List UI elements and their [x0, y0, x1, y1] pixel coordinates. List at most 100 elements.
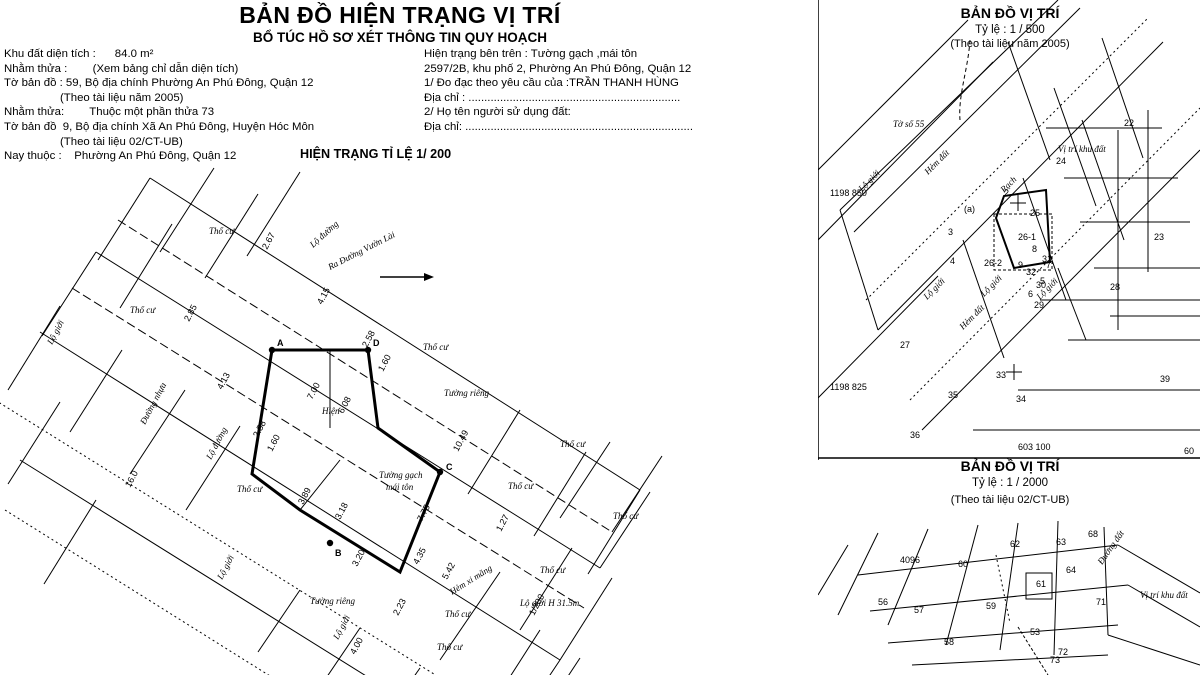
dimension-label-2: 2.85: [182, 303, 199, 323]
map500-label-2: Hẻm đất: [922, 147, 952, 177]
dimension-label-11: 3.18: [333, 501, 350, 521]
map500-parcel-22: 22: [1124, 118, 1134, 128]
dimension-label-19: 2.23: [391, 597, 408, 617]
road-label-6: Lộ giới: [330, 613, 352, 642]
info-left-block: Khu đất diện tích : 84.0 m² Nhằm thửa : …: [4, 47, 424, 164]
map500-parcel-26-1: 26-1: [1018, 232, 1036, 242]
location-map-500: 2223242526-126-2272829303132333435363911…: [818, 0, 1200, 460]
dimension-label-9: 1.60: [265, 433, 282, 453]
map500-label-4: Lộ giới: [856, 168, 883, 195]
map500-parcel-26-2: 26-2: [984, 258, 1002, 268]
land-use-label-4: Thổ cư: [237, 484, 263, 494]
map500-parcel-9: 9: [1018, 260, 1023, 270]
corner-label-C: C: [446, 462, 453, 472]
map2000-parcel-71: 71: [1096, 597, 1106, 607]
map500-parcel-(a): (a): [964, 204, 975, 214]
road-label-3: Lộ đường: [203, 425, 229, 462]
map500-parcel-27: 27: [900, 340, 910, 350]
land-use-label-8: Thổ cư: [445, 609, 471, 619]
dimension-label-4: 16.0: [123, 469, 140, 489]
map2000-parcel-57: 57: [914, 605, 924, 615]
dimension-label-16: 1.27: [494, 513, 511, 533]
map500-parcel-23: 23: [1154, 232, 1164, 242]
dimension-label-7: 1.60: [376, 353, 393, 373]
dimension-label-1: 4.15: [315, 286, 332, 306]
info-left-line-2: Tờ bản đồ : 59, Bộ địa chính Phường An P…: [4, 77, 314, 90]
corner-marker-D: [364, 346, 372, 354]
parcel-label-2: Hiện: [321, 406, 340, 416]
map500-label-0: Tờ số 55: [893, 119, 925, 129]
dimension-label-5: 7.00: [305, 381, 322, 401]
map500-parcel-603 100: 603 100: [1018, 442, 1051, 452]
map2000-parcel-56: 56: [878, 597, 888, 607]
map500-label-3: Hẻm đất: [957, 302, 987, 332]
info-left-line-0: Khu đất diện tích : 84.0 m²: [4, 48, 154, 60]
corner-label-A: A: [277, 338, 284, 348]
land-use-label-6: Thổ cư: [613, 511, 639, 521]
page-title: BẢN ĐỒ HIỆN TRẠNG VỊ TRÍ: [239, 2, 561, 28]
info-left-line-7: Nay thuộc : Phường An Phú Đông, Quận 12: [4, 150, 237, 163]
dimension-label-15: 5.42: [440, 561, 457, 581]
map500-label-1: Vị trí khu đất: [1058, 144, 1106, 154]
map500-parcel-60: 60: [1184, 446, 1194, 456]
map2000-parcel-58: 58: [944, 637, 954, 647]
dimension-label-3: 4.13: [215, 371, 232, 391]
road-label-1: Ra Đường Vườn Lài: [325, 229, 397, 272]
map2000-parcel-68: 68: [1088, 529, 1098, 539]
road-label-8: Lộ giới H 31.5m: [519, 598, 580, 608]
map500-parcel-35: 35: [948, 390, 958, 400]
map500-parcel-29: 29: [1034, 300, 1044, 310]
map500-parcel-8: 8: [1032, 244, 1037, 254]
info-left-line-3: (Theo tài liệu năm 2005): [60, 91, 184, 104]
map500-parcel-1198 850: 1198 850: [830, 188, 867, 198]
parcel-label-4: Tường riêng: [310, 596, 355, 606]
map500-parcel-39: 39: [1160, 374, 1170, 384]
map2000-parcel-59: 59: [986, 601, 996, 611]
map2000-parcel-72: 72: [1058, 647, 1068, 657]
road-label-4: Lộ giới: [44, 318, 66, 347]
parcel-label-1: mái tôn: [386, 482, 414, 492]
dimension-label-0: 2.67: [260, 231, 277, 251]
land-use-label-2: Thổ cư: [423, 342, 449, 352]
corner-marker-B: [326, 539, 334, 547]
map500-parcel-33: 33: [996, 370, 1006, 380]
corner-label-B: B: [335, 548, 342, 558]
road-label-5: Lộ giới: [214, 553, 236, 582]
map500-parcel-5: 5: [1040, 276, 1045, 286]
map500-title: BẢN ĐỒ VỊ TRÍ: [960, 5, 1060, 21]
info-right-line-4: 2/ Họ tên người sử dụng đất:: [424, 106, 571, 119]
info-right-line-1: 2597/2B, khu phố 2, Phường An Phú Đông, …: [424, 62, 692, 75]
map2000-parcel-61: 61: [1036, 579, 1046, 589]
map500-parcel-6: 6: [1028, 289, 1033, 299]
map2000-parcel-63: 63: [1056, 537, 1066, 547]
map500-parcel-7: 7: [1046, 260, 1051, 270]
info-left-line-5: Tờ bản đồ 9, Bộ địa chính Xã An Phú Đông…: [4, 120, 315, 133]
land-use-label-0: Thổ cư: [209, 226, 235, 236]
map2000-parcel-64: 64: [1066, 565, 1076, 575]
map500-scale: Tỷ lệ : 1 / 500: [975, 24, 1045, 36]
road-label-2: Đường nhựa: [137, 380, 168, 427]
dimension-label-18: 2.58: [251, 419, 268, 439]
info-left-line-1: Nhằm thửa : (Xem bảng chỉ dẫn diện tích): [4, 62, 239, 75]
info-left-line-6: (Theo tài liệu 02/CT-UB): [60, 135, 183, 148]
map2000-parcel-60: 60: [958, 559, 968, 569]
map500-parcel-32: 32: [1026, 267, 1036, 277]
map2000-parcel-73: 73: [1050, 655, 1060, 665]
corner-marker-C: [436, 468, 444, 476]
info-right-line-3: Địa chỉ : ..............................…: [424, 91, 681, 104]
land-use-label-9: Thổ cư: [437, 642, 463, 652]
info-right-line-5: Địa chỉ: ...............................…: [424, 120, 694, 133]
map500-parcel-3: 3: [948, 227, 953, 237]
land-use-label-1: Thổ cư: [130, 305, 156, 315]
map500-note: (Theo tài liệu năm 2005): [950, 38, 1070, 50]
map2000-parcel-4096: 4096: [900, 555, 920, 565]
map500-parcel-25: 25: [1030, 208, 1040, 218]
map2000-title: BẢN ĐỒ VỊ TRÍ: [960, 458, 1060, 474]
land-use-label-3: Thổ cư: [560, 439, 586, 449]
main-map-scale-note: HIỆN TRẠNG TỈ LỆ 1/ 200: [300, 147, 452, 161]
map2000-note: (Theo tài liệu 02/CT-UB): [950, 494, 1070, 506]
map500-parcel-31: 31: [1042, 254, 1052, 264]
info-right-block: Hiện trạng bên trên : Tường gạch ,mái tô…: [424, 47, 804, 135]
